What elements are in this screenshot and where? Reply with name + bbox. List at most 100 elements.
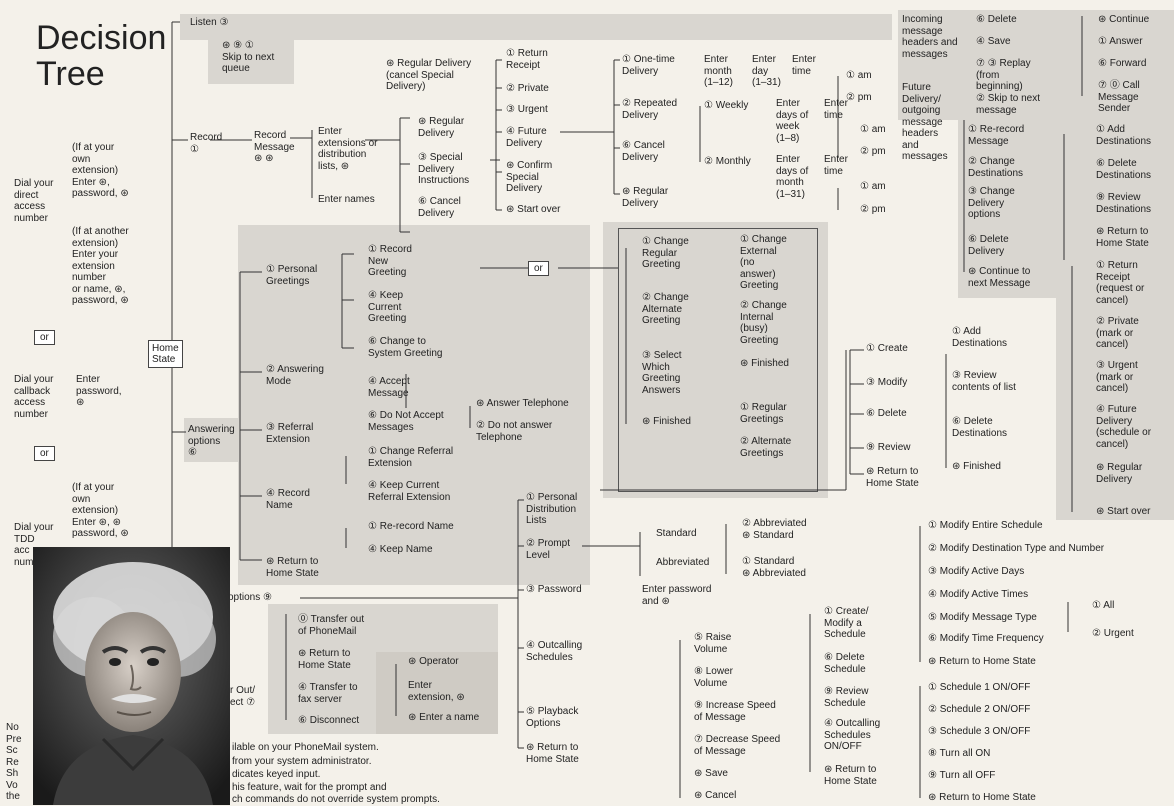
node-answering-mode: ② Answering Mode — [266, 364, 324, 387]
node-change-destinations: ② Change Destinations — [968, 156, 1024, 179]
node-delete-msg: ⑥ Delete — [976, 14, 1017, 25]
node-return-receipt: ① Return Receipt — [506, 48, 548, 71]
node-enter-extensions: Enter extensions or distribution lists, … — [318, 126, 378, 172]
node-record-name: ④ Record Name — [266, 488, 310, 511]
node-enter-time-2: Enter time — [824, 98, 848, 121]
node-enter-month: Enter month (1–12) — [704, 54, 733, 88]
node-turn-all-on: ⑧ Turn all ON — [928, 748, 991, 759]
node-standard: Standard — [656, 528, 697, 539]
node-std-options: ① Standard ⊛ Abbreviated — [742, 556, 806, 579]
node-decrease-speed: ⑦ Decrease Speed of Message — [694, 734, 781, 757]
node-review-destinations: ⑨ Review Destinations — [1096, 192, 1152, 215]
listen-band — [180, 14, 892, 40]
node-cancel-playback: ⊛ Cancel — [694, 790, 737, 801]
node-save-playback: ⊛ Save — [694, 768, 728, 779]
node-dial-callback: Dial your callback access number — [14, 374, 54, 420]
node-modify-active-times: ④ Modify Active Times — [928, 589, 1029, 600]
node-modify-time-frequency: ⑥ Modify Time Frequency — [928, 633, 1044, 644]
node-accept-message: ④ Accept Message — [368, 376, 410, 399]
node-monthly: ② Monthly — [704, 156, 751, 167]
node-change-internal: ② Change Internal (busy) Greeting — [740, 300, 787, 346]
node-modify-entire: ① Modify Entire Schedule — [928, 520, 1043, 531]
node-enter-time-1: Enter time — [792, 54, 816, 77]
portrait-photo — [33, 547, 230, 805]
node-urgent-2: ③ Urgent (mark or cancel) — [1096, 360, 1138, 394]
node-change-alternate-greeting: ② Change Alternate Greeting — [642, 292, 689, 326]
node-future-delivery: ④ Future Delivery — [506, 126, 547, 149]
node-one-time: ① One-time Delivery — [622, 54, 675, 77]
node-own-extension: (If at your own extension) Enter ⊛, pass… — [72, 142, 129, 199]
node-return-home-schedule: ⊛ Return to Home State — [928, 792, 1036, 803]
node-pm-3: ② pm — [860, 204, 886, 215]
node-transfer-out: ⓪ Transfer out of PhoneMail — [298, 614, 365, 637]
node-schedule-3: ③ Schedule 3 ON/OFF — [928, 726, 1031, 737]
node-regular-greetings: ① Regular Greetings — [740, 402, 787, 425]
node-am-1: ① am — [846, 70, 872, 81]
node-return-receipt-2: ① Return Receipt (request or cancel) — [1096, 260, 1145, 306]
node-rerecord-message: ① Re-record Message — [968, 124, 1025, 147]
node-create-modify-schedule: ① Create/ Modify a Schedule — [824, 606, 869, 640]
node-enter-time-3: Enter time — [824, 154, 848, 177]
node-schedule-1: ① Schedule 1 ON/OFF — [928, 682, 1031, 693]
node-continue: ⊛ Continue — [1098, 14, 1150, 25]
node-delete-delivery: ⑥ Delete Delivery — [968, 234, 1009, 257]
node-record: Record ① — [190, 132, 223, 155]
node-prompt-level: ② Prompt Level — [526, 538, 570, 561]
node-playback-options: ⑤ Playback Options — [526, 706, 579, 729]
node-do-not-accept: ⑥ Do Not Accept Messages — [368, 410, 444, 433]
node-pm-2: ② pm — [860, 146, 886, 157]
node-enter-password: Enter password, ⊛ — [76, 374, 122, 408]
home-state-box: Home State — [148, 340, 183, 368]
node-regular-delivery: ⊛ Regular Delivery — [418, 116, 465, 139]
node-dial-direct: Dial your direct access number — [14, 178, 54, 224]
node-save-msg: ④ Save — [976, 36, 1011, 47]
node-return-home-list: ⊛ Return to Home State — [866, 466, 919, 489]
node-enter-a-name: ⊛ Enter a name — [408, 712, 480, 723]
node-am-3: ① am — [860, 181, 886, 192]
node-confirm-special: ⊛ Confirm Special Delivery — [506, 160, 553, 194]
node-outcalling: ④ Outcalling Schedules — [526, 640, 583, 663]
node-answer: ① Answer — [1098, 36, 1143, 47]
node-special-delivery: ③ Special Delivery Instructions — [418, 152, 470, 186]
node-dial-tdd: Dial your TDD acc num — [14, 522, 54, 568]
node-modify-active-days: ③ Modify Active Days — [928, 566, 1025, 577]
node-continue-next: ⊛ Continue to next Message — [968, 266, 1031, 289]
greeting-options-frame — [618, 228, 818, 492]
node-record-message: Record Message ⊛ ⊛ — [254, 130, 295, 164]
node-change-external: ① Change External (no answer) Greeting — [740, 234, 787, 291]
node-keep-greeting: ④ Keep Current Greeting — [368, 290, 407, 324]
node-enter-extension: Enter extension, ⊛ — [408, 680, 465, 703]
node-abbreviated: Abbreviated — [656, 557, 710, 568]
node-personal-greetings: ① Personal Greetings — [266, 264, 318, 287]
node-options: options ⑨ — [228, 592, 272, 603]
node-pm-1: ② pm — [846, 92, 872, 103]
footnote-1: ilable on your PhoneMail system. — [232, 742, 379, 753]
listen-skip-box — [208, 38, 294, 84]
node-return-home-modify: ⊛ Return to Home State — [928, 656, 1036, 667]
node-future-2: ④ Future Delivery (schedule or cancel) — [1096, 404, 1152, 450]
node-transfer-fax: ④ Transfer to fax server — [298, 682, 358, 705]
diagram-title: Decision Tree — [36, 19, 167, 93]
node-urgent-3: ② Urgent — [1092, 628, 1134, 639]
node-add-destinations-2: ① Add Destinations — [952, 326, 1008, 349]
node-outcalling-onoff: ④ Outcalling Schedules ON/OFF — [824, 718, 881, 752]
node-finished-1: ⊛ Finished — [642, 416, 691, 427]
node-tdd-own-extension: (If at your own extension) Enter ⊛, ⊛ pa… — [72, 482, 129, 539]
node-enter-names: Enter names — [318, 194, 375, 205]
message-options-panel — [898, 10, 1174, 120]
node-cancel-delivery: ⑥ Cancel Delivery — [418, 196, 461, 219]
node-all: ① All — [1092, 600, 1115, 611]
node-review-list: ⑨ Review — [866, 442, 911, 453]
node-change-system-greeting: ⑥ Change to System Greeting — [368, 336, 443, 359]
node-am-2: ① am — [860, 124, 886, 135]
node-start-over-1: ⊛ Start over — [506, 204, 561, 215]
node-other-extension: (If at another extension) Enter your ext… — [72, 226, 129, 306]
delivery-options-panel — [1056, 255, 1174, 520]
left-note: No Pre Sc Re Sh Vo the — [6, 722, 22, 802]
footnote-5: ch commands do not override system promp… — [232, 794, 440, 805]
node-rerecord-name: ① Re-record Name — [368, 521, 454, 532]
node-skip-next-msg: ② Skip to next message — [976, 93, 1040, 116]
node-regular-3: ⊛ Regular Delivery — [1096, 462, 1143, 485]
node-password: ③ Password — [526, 584, 582, 595]
